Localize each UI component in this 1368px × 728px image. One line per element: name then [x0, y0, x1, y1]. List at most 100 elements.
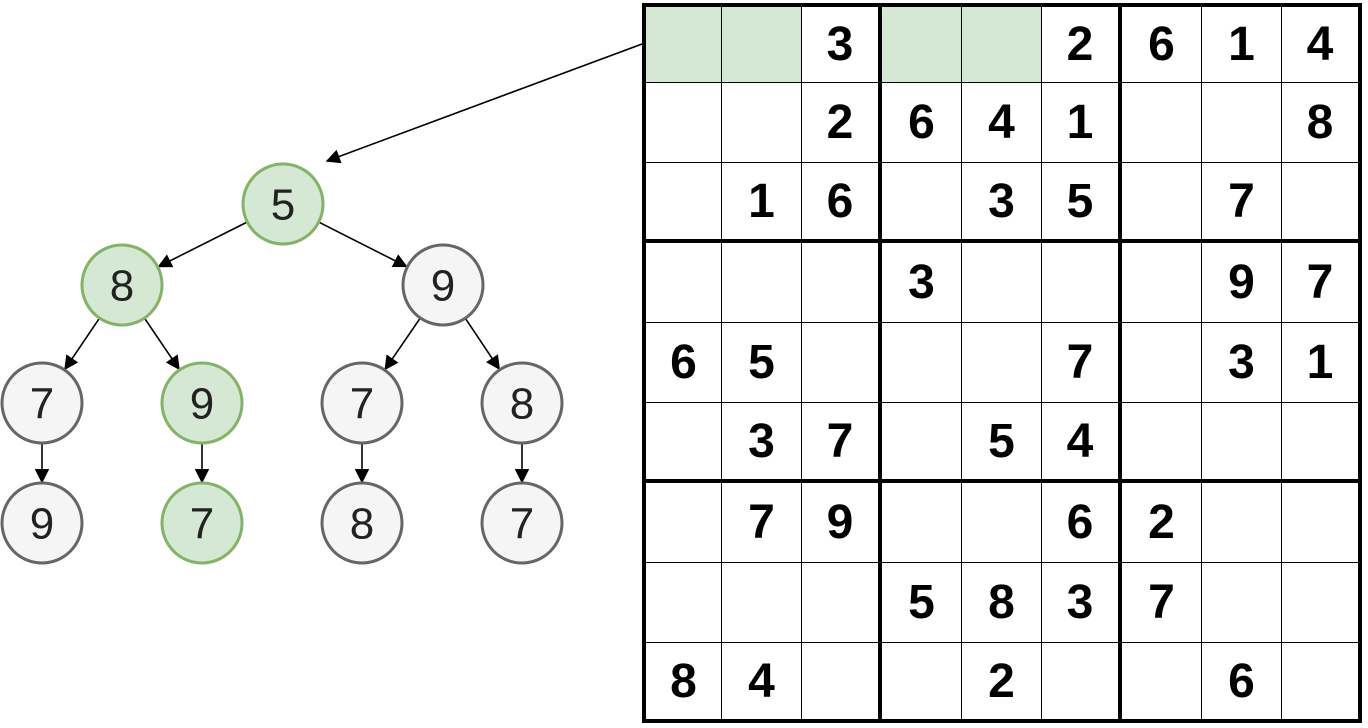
tree-node-label: 9 — [190, 380, 214, 429]
tree-node-label: 9 — [431, 262, 455, 311]
tree-node: 8 — [80, 243, 164, 327]
sudoku-cell: 6 — [882, 83, 962, 163]
tree-node-circle — [401, 243, 485, 327]
sudoku-cell — [642, 403, 722, 483]
sudoku-cell — [722, 243, 802, 323]
sudoku-cell: 2 — [802, 83, 882, 163]
sudoku-cell: 8 — [1282, 83, 1362, 163]
sudoku-cell: 6 — [1042, 483, 1122, 563]
sudoku-cell — [642, 3, 722, 83]
sudoku-cell: 8 — [962, 563, 1042, 643]
tree-node: 7 — [320, 361, 404, 445]
tree-node: 8 — [320, 481, 404, 565]
tree-edge — [64, 317, 101, 371]
sudoku-cell: 5 — [1042, 163, 1122, 243]
sudoku-cell: 2 — [1122, 483, 1202, 563]
tree-node: 8 — [480, 361, 564, 445]
tree-edge — [157, 221, 248, 268]
sudoku-cell: 4 — [1282, 3, 1362, 83]
sudoku-cell — [1282, 483, 1362, 563]
tree-node-label: 9 — [30, 500, 54, 549]
sudoku-cell — [1282, 163, 1362, 243]
tree-node: 7 — [0, 361, 84, 445]
tree-node-label: 8 — [350, 500, 374, 549]
sudoku-cell — [1122, 83, 1202, 163]
sudoku-cell: 2 — [962, 643, 1042, 723]
sudoku-cell: 3 — [962, 163, 1042, 243]
sudoku-cell — [722, 3, 802, 83]
sudoku-cell — [1042, 243, 1122, 323]
sudoku-cell — [802, 243, 882, 323]
sudoku-cell: 5 — [962, 403, 1042, 483]
sudoku-cell — [802, 563, 882, 643]
tree-edges — [34, 221, 530, 484]
tree-edge — [464, 317, 500, 371]
sudoku-cell — [962, 243, 1042, 323]
tree-node: 9 — [160, 361, 244, 445]
tree-node-circle — [320, 481, 404, 565]
tree-node-circle — [160, 481, 244, 565]
sudoku-cell: 3 — [882, 243, 962, 323]
sudoku-cell: 7 — [1042, 323, 1122, 403]
sudoku-cell: 7 — [1282, 243, 1362, 323]
tree-node-circle — [160, 361, 244, 445]
tree-edge — [318, 221, 408, 268]
tree-node-circle — [0, 361, 84, 445]
sudoku-cell — [642, 483, 722, 563]
sudoku-cell: 1 — [1282, 323, 1362, 403]
sudoku-cell — [882, 163, 962, 243]
sudoku-cell — [1122, 163, 1202, 243]
sudoku-cell: 7 — [1202, 163, 1282, 243]
sudoku-cell — [882, 323, 962, 403]
sudoku-cell — [802, 323, 882, 403]
tree-node-label: 7 — [350, 380, 374, 429]
sudoku-cell — [1042, 643, 1122, 723]
sudoku-cell — [1122, 243, 1202, 323]
sudoku-cell: 4 — [722, 643, 802, 723]
sudoku-cell — [962, 483, 1042, 563]
sudoku-cell — [1282, 643, 1362, 723]
sudoku-cell — [642, 83, 722, 163]
sudoku-cell: 6 — [802, 163, 882, 243]
sudoku-cell — [642, 243, 722, 323]
sudoku-cell: 6 — [1122, 3, 1202, 83]
sudoku-cell — [962, 323, 1042, 403]
tree-node-circle — [241, 162, 325, 246]
sudoku-cell: 3 — [1042, 563, 1122, 643]
sudoku-cell: 4 — [962, 83, 1042, 163]
tree-node-circle — [80, 243, 164, 327]
sudoku-cell: 4 — [1042, 403, 1122, 483]
sudoku-cell — [1122, 643, 1202, 723]
tree-node-label: 7 — [510, 500, 534, 549]
sudoku-cell — [882, 3, 962, 83]
sudoku-cell: 3 — [802, 3, 882, 83]
sudoku-cell — [1282, 403, 1362, 483]
sudoku-cell — [1202, 83, 1282, 163]
tree-node-label: 8 — [510, 380, 534, 429]
sudoku-cell: 8 — [642, 643, 722, 723]
sudoku-cell: 1 — [1042, 83, 1122, 163]
tree-node-circle — [480, 361, 564, 445]
sudoku-cell — [722, 83, 802, 163]
sudoku-cell: 1 — [722, 163, 802, 243]
sudoku-cell — [882, 403, 962, 483]
tree-edge — [384, 317, 422, 371]
sudoku-cell — [962, 3, 1042, 83]
sudoku-cell: 2 — [1042, 3, 1122, 83]
tree-node-label: 8 — [110, 262, 134, 311]
sudoku-cell: 7 — [722, 483, 802, 563]
tree-node-circle — [320, 361, 404, 445]
tree-node: 9 — [0, 481, 84, 565]
sudoku-cell — [1282, 563, 1362, 643]
sudoku-cell — [882, 643, 962, 723]
sudoku-cell: 9 — [1202, 243, 1282, 323]
sudoku-cell — [722, 563, 802, 643]
sudoku-cell — [1122, 323, 1202, 403]
tree-node: 7 — [160, 481, 244, 565]
tree-node: 7 — [480, 481, 564, 565]
tree-node-label: 7 — [30, 380, 54, 429]
tree-node-circle — [0, 481, 84, 565]
sudoku-cell — [1202, 483, 1282, 563]
